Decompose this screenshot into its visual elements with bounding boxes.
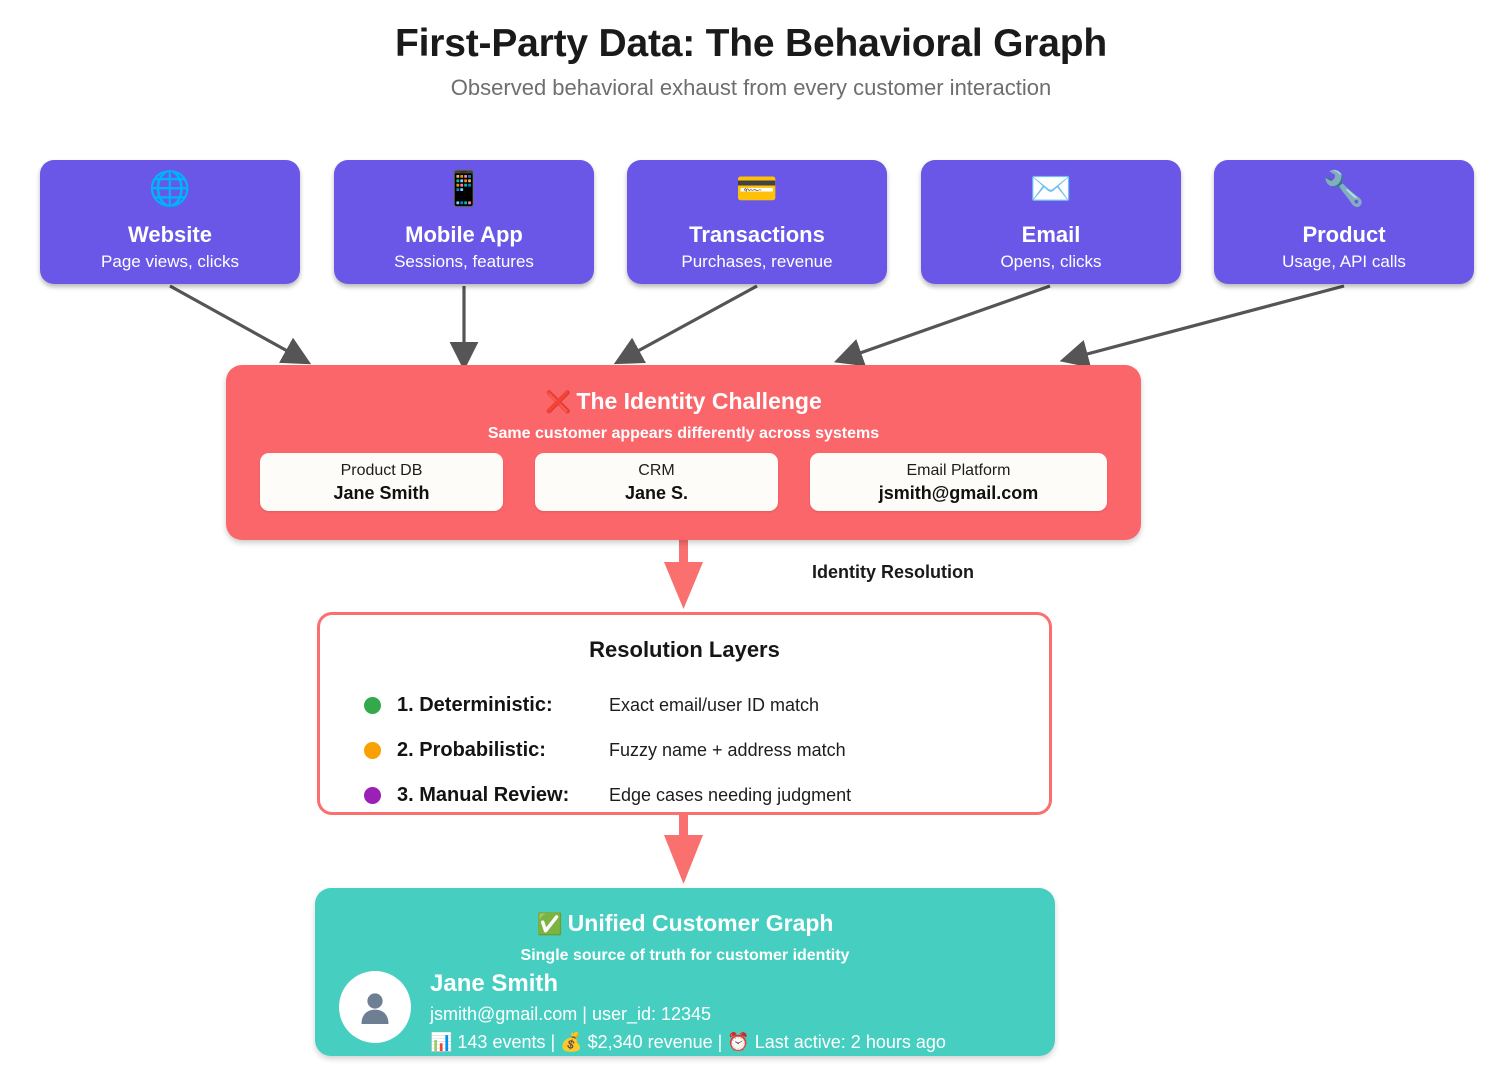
check-mark-icon: ✅	[536, 913, 563, 936]
unified-title-text: Unified Customer Graph	[567, 910, 834, 936]
identity-card-email-platform[interactable]: Email Platform jsmith@gmail.com	[810, 453, 1107, 511]
source-box-email[interactable]: ✉️ Email Opens, clicks	[921, 160, 1181, 284]
identity-challenge-subtitle: Same customer appears differently across…	[487, 425, 880, 442]
resolution-layer-probabilistic[interactable]: 2. Probabilistic: Fuzzy name + address m…	[364, 728, 1024, 773]
page-title: First-Party Data: The Behavioral Graph	[395, 22, 1107, 65]
wrench-icon: 🔧	[1322, 170, 1366, 208]
status-dot-green	[364, 697, 381, 714]
cross-mark-icon: ❌	[545, 391, 572, 414]
identity-card-crm[interactable]: CRM Jane S.	[535, 453, 778, 511]
source-title: Website	[128, 222, 212, 247]
identity-card-group: Product DB Jane Smith CRM Jane S. Email …	[260, 453, 1107, 511]
resolution-layers-title: Resolution Layers	[589, 637, 780, 662]
source-subtitle: Page views, clicks	[101, 252, 239, 271]
unified-graph-subtitle: Single source of truth for customer iden…	[520, 947, 850, 964]
status-dot-orange	[364, 742, 381, 759]
identity-resolution-label: Identity Resolution	[812, 562, 974, 582]
resolution-layer-desc: Fuzzy name + address match	[609, 740, 846, 760]
resolution-layers-list: 1. Deterministic: Exact email/user ID ma…	[364, 683, 1024, 818]
source-box-product[interactable]: 🔧 Product Usage, API calls	[1214, 160, 1474, 284]
identity-card-system: Email Platform	[906, 462, 1011, 479]
arrow-product-to-challenge	[1059, 284, 1345, 368]
resolution-layer-desc: Edge cases needing judgment	[609, 785, 852, 805]
resolution-layer-name: 3. Manual Review:	[397, 784, 570, 806]
source-box-transactions[interactable]: 💳 Transactions Purchases, revenue	[627, 160, 887, 284]
identity-card-value: Jane Smith	[333, 483, 430, 503]
source-subtitle: Usage, API calls	[1282, 252, 1406, 271]
resolution-layers-panel: Resolution Layers 1. Deterministic: Exac…	[317, 612, 1052, 815]
source-box-website[interactable]: 🌐 Website Page views, clicks	[40, 160, 300, 284]
identity-card-value: jsmith@gmail.com	[878, 483, 1039, 503]
avatar	[339, 971, 411, 1043]
globe-icon: 🌐	[148, 170, 192, 208]
identity-challenge-title: ❌The Identity Challenge	[226, 388, 1141, 415]
customer-profile: Jane Smith jsmith@gmail.com | user_id: 1…	[430, 968, 1030, 1056]
identity-card-system: Product DB	[340, 462, 423, 479]
customer-identifiers: jsmith@gmail.com | user_id: 12345	[430, 1004, 712, 1024]
source-subtitle: Sessions, features	[394, 252, 534, 271]
source-box-mobile-app[interactable]: 📱 Mobile App Sessions, features	[334, 160, 594, 284]
resolution-layer-deterministic[interactable]: 1. Deterministic: Exact email/user ID ma…	[364, 683, 1024, 728]
arrow-challenge-to-layers	[664, 540, 703, 609]
envelope-icon: ✉️	[1029, 170, 1073, 208]
credit-card-icon: 💳	[735, 170, 779, 208]
unified-graph-title: ✅Unified Customer Graph	[315, 910, 1055, 937]
source-subtitle: Opens, clicks	[1000, 252, 1102, 271]
identity-card-value: Jane S.	[624, 483, 689, 503]
source-subtitle: Purchases, revenue	[681, 252, 833, 271]
person-icon	[361, 993, 389, 1024]
identity-card-system: CRM	[638, 462, 675, 479]
resolution-layer-manual-review[interactable]: 3. Manual Review: Edge cases needing jud…	[364, 773, 1024, 818]
mobile-phone-icon: 📱	[442, 170, 486, 208]
challenge-title-text: The Identity Challenge	[576, 388, 822, 414]
resolution-layer-name: 1. Deterministic:	[397, 694, 553, 716]
source-title: Product	[1302, 222, 1386, 247]
customer-stats: 📊 143 events | 💰 $2,340 revenue | ⏰ Last…	[430, 1032, 946, 1052]
resolution-layer-desc: Exact email/user ID match	[609, 695, 820, 715]
source-title: Transactions	[689, 222, 825, 247]
page-subtitle: Observed behavioral exhaust from every c…	[450, 75, 1052, 100]
resolution-layer-name: 2. Probabilistic:	[397, 739, 546, 761]
customer-name: Jane Smith	[430, 970, 559, 997]
status-dot-purple	[364, 787, 381, 804]
arrow-layers-to-unified	[664, 815, 703, 884]
source-title: Email	[1021, 222, 1081, 247]
arrow-transactions-to-challenge	[613, 284, 758, 365]
unified-customer-graph-panel: ✅Unified Customer Graph Single source of…	[315, 888, 1055, 1056]
arrow-email-to-challenge	[833, 284, 1051, 367]
identity-challenge-panel: ❌The Identity Challenge Same customer ap…	[226, 365, 1141, 540]
arrow-website-to-challenge	[169, 284, 312, 365]
identity-card-product-db[interactable]: Product DB Jane Smith	[260, 453, 503, 511]
source-title: Mobile App	[405, 222, 523, 247]
